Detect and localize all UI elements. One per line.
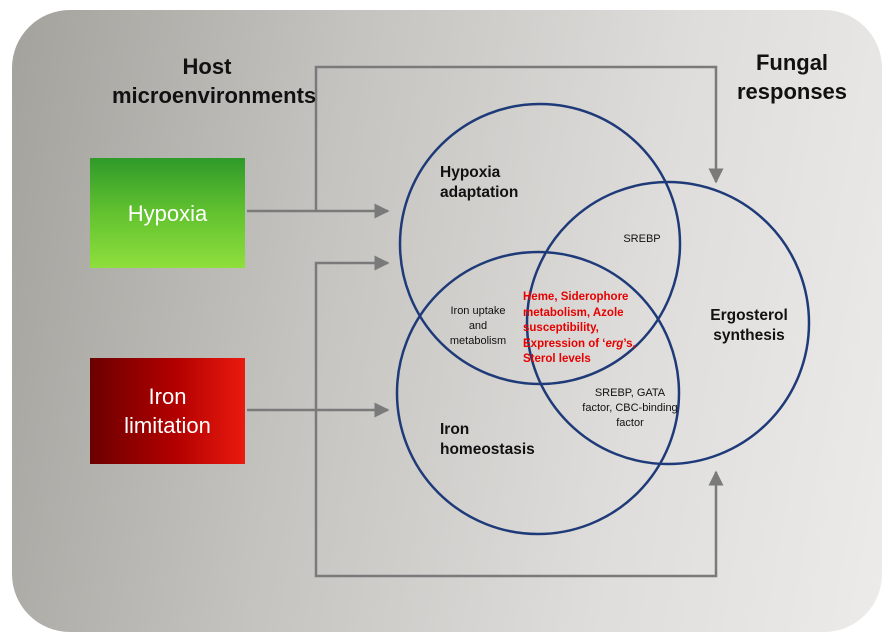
label-ergosterol-synthesis: Ergosterol synthesis [710,307,788,344]
hypoxia-box-label: Hypoxia [127,200,208,226]
center-expression-prefix: Expression of ‘ [523,337,606,350]
hypoxia-box: Hypoxia [90,158,245,268]
label-hypoxia-adaptation: Hypoxia adaptation [440,164,519,201]
label-center-overlap: Heme, Siderophore metabolism, Azole susc… [523,290,653,368]
iron-limitation-box-label: Iron limitation [124,384,211,438]
arrow-iron-to-adaptation [314,255,390,410]
center-expression-erg: erg [605,337,624,350]
label-iron-uptake: Iron uptake and metabolism [449,305,507,347]
label-srebp-gata: SREBP, GATA factor, CBC-binding factor [582,387,678,429]
iron-limitation-box: Iron limitation [90,358,245,464]
circle-iron-homeostasis [395,250,681,536]
heading-fungal-responses: Fungal responses [736,50,848,104]
center-expression-suffix: ’s, [623,337,636,350]
heading-host-microenvironments: Host microenvironments [112,54,317,108]
label-srebp: SREBP [623,233,661,245]
center-line-3: susceptibility, [523,322,599,334]
label-iron-homeostasis: Iron homeostasis [440,421,535,458]
center-line-1: Heme, Siderophore [523,291,629,303]
background-panel [12,10,882,632]
circle-ergosterol-synthesis [525,180,811,466]
center-line-5: Sterol levels [523,353,591,365]
center-line-4: Expression of ‘erg’s, [523,337,653,353]
arrow-iron-to-ergosterol [314,410,724,578]
center-line-2: metabolism, Azole [523,306,624,319]
arrow-hypoxia-to-ergosterol [314,65,724,211]
